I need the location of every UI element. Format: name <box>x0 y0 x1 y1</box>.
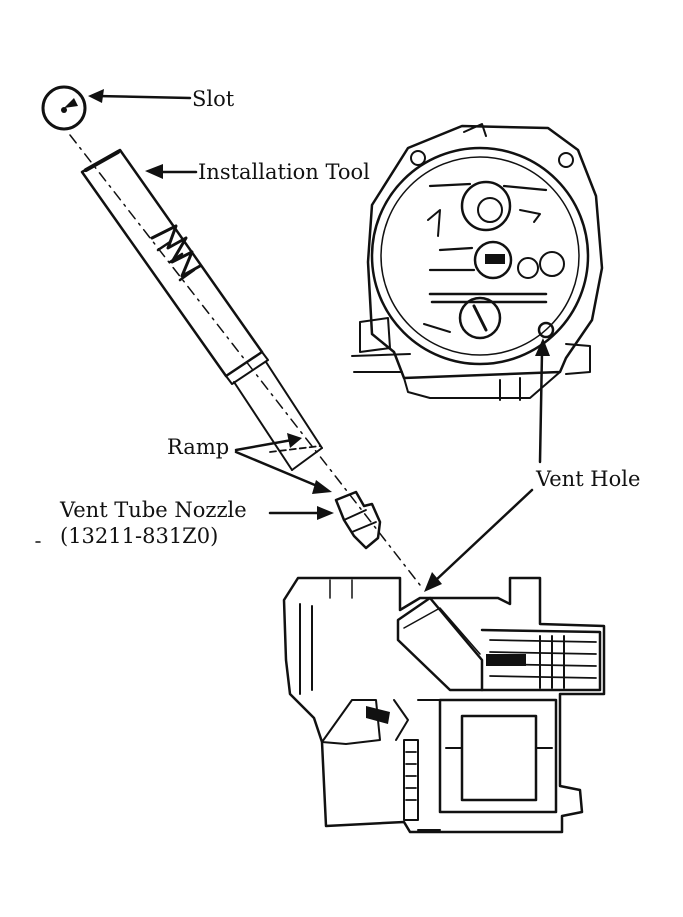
ramp-leaders <box>234 433 332 494</box>
vent-hole-label: Vent Hole <box>535 467 640 491</box>
vent-tube-nozzle-leader <box>268 506 334 520</box>
installation-tool-leader <box>145 164 198 179</box>
vent-tube-nozzle <box>334 490 382 550</box>
part-number-label: (13211-831Z0) <box>60 524 218 548</box>
carburetor-top-view <box>351 123 604 401</box>
vent-hole-top-leader <box>535 338 550 464</box>
vent-tube-nozzle-label: Vent Tube Nozzle <box>59 498 247 522</box>
slot-end-view <box>41 85 87 131</box>
slot-leader <box>88 89 192 103</box>
ramp-label: Ramp <box>167 435 229 459</box>
slot-label: Slot <box>192 87 235 111</box>
installation-tool-label: Installation Tool <box>198 160 370 184</box>
vent-hole-section-leader <box>424 488 534 592</box>
carburetor-cross-section <box>282 576 606 834</box>
installation-tool <box>80 148 323 471</box>
